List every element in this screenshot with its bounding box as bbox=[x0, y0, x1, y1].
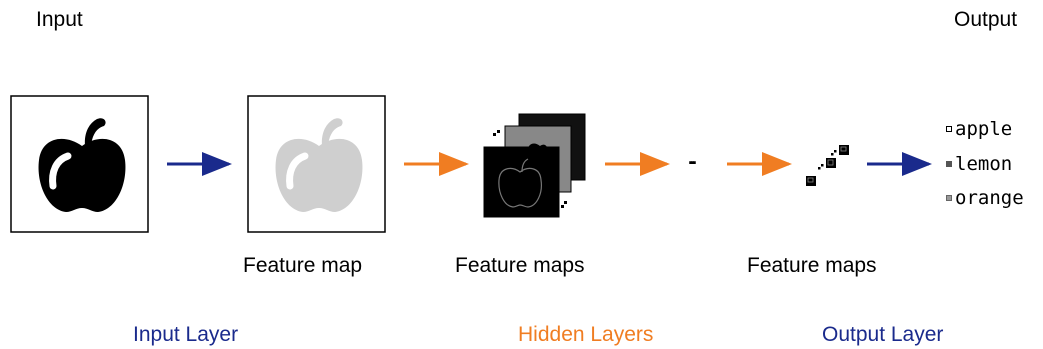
output-item-apple: apple bbox=[946, 118, 1012, 140]
output-label: orange bbox=[955, 187, 1024, 209]
output-label: lemon bbox=[955, 153, 1013, 175]
caption-feature-map: Feature map bbox=[243, 254, 363, 277]
input-image bbox=[10, 95, 149, 233]
hidden-layers-label: Hidden Layers bbox=[518, 323, 654, 346]
output-label: apple bbox=[955, 118, 1013, 140]
output-title: Output bbox=[954, 8, 1018, 31]
feature-maps-stack bbox=[483, 113, 586, 218]
input-layer-label: Input Layer bbox=[133, 323, 239, 346]
ellipsis: ... bbox=[688, 148, 697, 168]
apple-icon bbox=[38, 118, 126, 212]
small-feature-maps bbox=[806, 145, 849, 186]
output-layer-label: Output Layer bbox=[822, 323, 944, 346]
output-marker bbox=[946, 126, 952, 132]
output-item-orange: orange bbox=[946, 187, 1024, 209]
output-marker bbox=[946, 195, 952, 201]
input-title: Input bbox=[36, 8, 83, 31]
apple-icon-grey bbox=[275, 118, 363, 212]
caption-feature-maps-hidden: Feature maps bbox=[455, 254, 585, 277]
output-item-lemon: lemon bbox=[946, 153, 1012, 175]
output-marker bbox=[946, 161, 952, 167]
caption-feature-maps-late: Feature maps bbox=[747, 254, 877, 277]
feature-map-image bbox=[247, 95, 386, 233]
